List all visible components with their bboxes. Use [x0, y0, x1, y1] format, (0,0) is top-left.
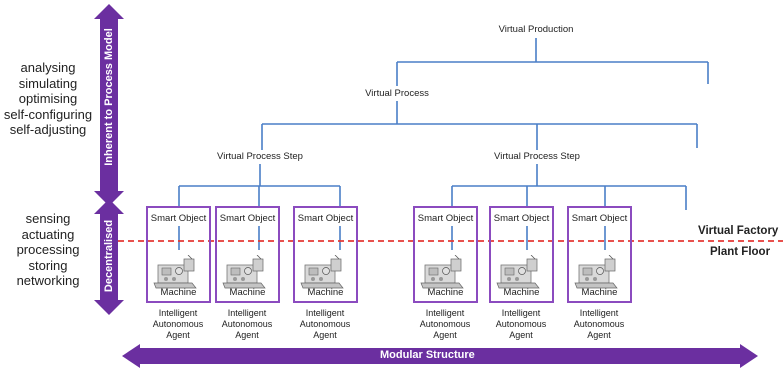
capability-item: self-configuring: [3, 106, 93, 122]
machine-label: Machine: [427, 287, 464, 298]
capability-item: networking: [16, 273, 80, 288]
machine-icon: [222, 255, 266, 289]
virtual-process-label: Virtual Process: [365, 88, 429, 99]
machine-icon: [496, 255, 540, 289]
smart-object-label: Smart Object: [219, 213, 276, 224]
machine-label: Machine: [581, 287, 618, 298]
virtual-production-label: Virtual Production: [498, 24, 574, 35]
agent-caption: Intelligent Autonomous Agent: [152, 308, 204, 340]
arrow-label-modular: Modular Structure: [380, 349, 475, 361]
agent-box: Smart Object Machine: [413, 206, 478, 303]
capability-item: storing: [28, 257, 68, 273]
machine-label: Machine: [307, 287, 344, 298]
plant-floor-label: Plant Floor: [710, 246, 771, 258]
vertical-arrow: [94, 4, 124, 315]
virtual-process-step-label: Virtual Process Step: [217, 151, 303, 162]
machine-icon: [574, 255, 618, 289]
virtual-factory-label: Virtual Factory: [698, 225, 779, 237]
agent-caption: Intelligent Autonomous Agent: [573, 308, 625, 340]
machine-label: Machine: [229, 287, 266, 298]
agent-box: Smart Object Machine: [215, 206, 280, 303]
capabilities-upper-list: analysing simulating optimising self-con…: [0, 60, 96, 138]
capability-item: optimising: [18, 91, 78, 106]
capability-item: processing: [16, 242, 80, 257]
agent-box: Smart Object Machine: [146, 206, 211, 303]
arrow-label-decentralised: Decentralised: [103, 219, 115, 293]
agent-box: Smart Object Machine: [567, 206, 632, 303]
capability-item: actuating: [21, 226, 75, 242]
machine-label: Machine: [503, 287, 540, 298]
hierarchy-lines: [178, 38, 709, 250]
machine-icon: [153, 255, 197, 289]
capability-item: simulating: [18, 75, 78, 91]
machine-label: Machine: [160, 287, 197, 298]
smart-object-label: Smart Object: [150, 213, 207, 224]
agent-box: Smart Object Machine: [293, 206, 358, 303]
agent-caption: Intelligent Autonomous Agent: [299, 308, 351, 340]
virtual-process-step-label: Virtual Process Step: [494, 151, 580, 162]
capabilities-lower-list: sensing actuating processing storing net…: [0, 211, 96, 289]
machine-icon: [420, 255, 464, 289]
agent-caption: Intelligent Autonomous Agent: [419, 308, 471, 340]
capability-item: analysing: [20, 60, 76, 75]
capability-item: self-adjusting: [9, 122, 87, 137]
smart-object-label: Smart Object: [417, 213, 474, 224]
smart-object-label: Smart Object: [297, 213, 354, 224]
agent-caption: Intelligent Autonomous Agent: [221, 308, 273, 340]
smart-object-label: Smart Object: [493, 213, 550, 224]
arrow-label-inherent: Inherent to Process Model: [103, 28, 115, 166]
machine-icon: [300, 255, 344, 289]
capability-item: sensing: [25, 211, 71, 226]
smart-object-label: Smart Object: [571, 213, 628, 224]
agent-caption: Intelligent Autonomous Agent: [495, 308, 547, 340]
agent-box: Smart Object Machine: [489, 206, 554, 303]
horizontal-arrow: [122, 344, 758, 368]
